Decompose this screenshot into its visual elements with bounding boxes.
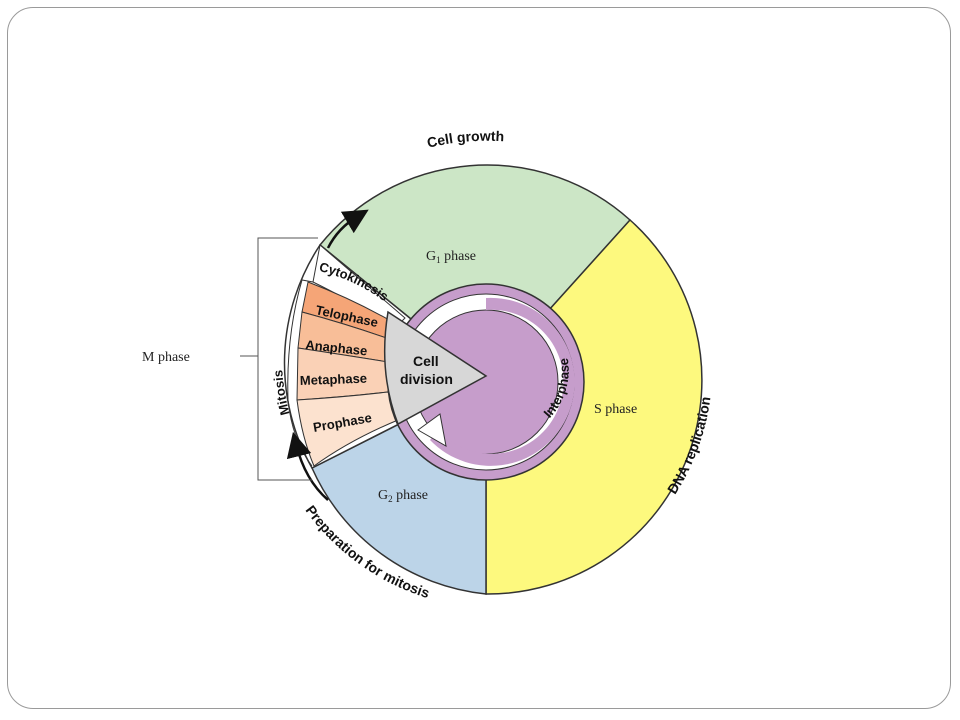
cell-growth-label: Cell growth [425,128,504,151]
g1-phase-label: G1 phase [426,249,476,265]
m-phase-label: M phase [142,350,190,365]
m-phase-bracket [257,237,318,481]
metaphase-label: Metaphase [300,371,368,388]
cell-division-triangle [383,310,488,426]
s-sector [485,218,703,595]
cell-division-label-line2: division [400,371,453,387]
interphase-arrow-icon [417,413,447,447]
s-phase-label: S phase [594,402,637,417]
interphase-arc-band [430,297,575,466]
cytokinesis-arrow-icon [326,209,369,249]
anaphase-label: Anaphase [305,337,368,358]
g2-phase-label: G2 phase [378,488,428,504]
cell-division-label-line1: Cell [413,353,439,369]
g2-arrow-icon [286,431,329,501]
